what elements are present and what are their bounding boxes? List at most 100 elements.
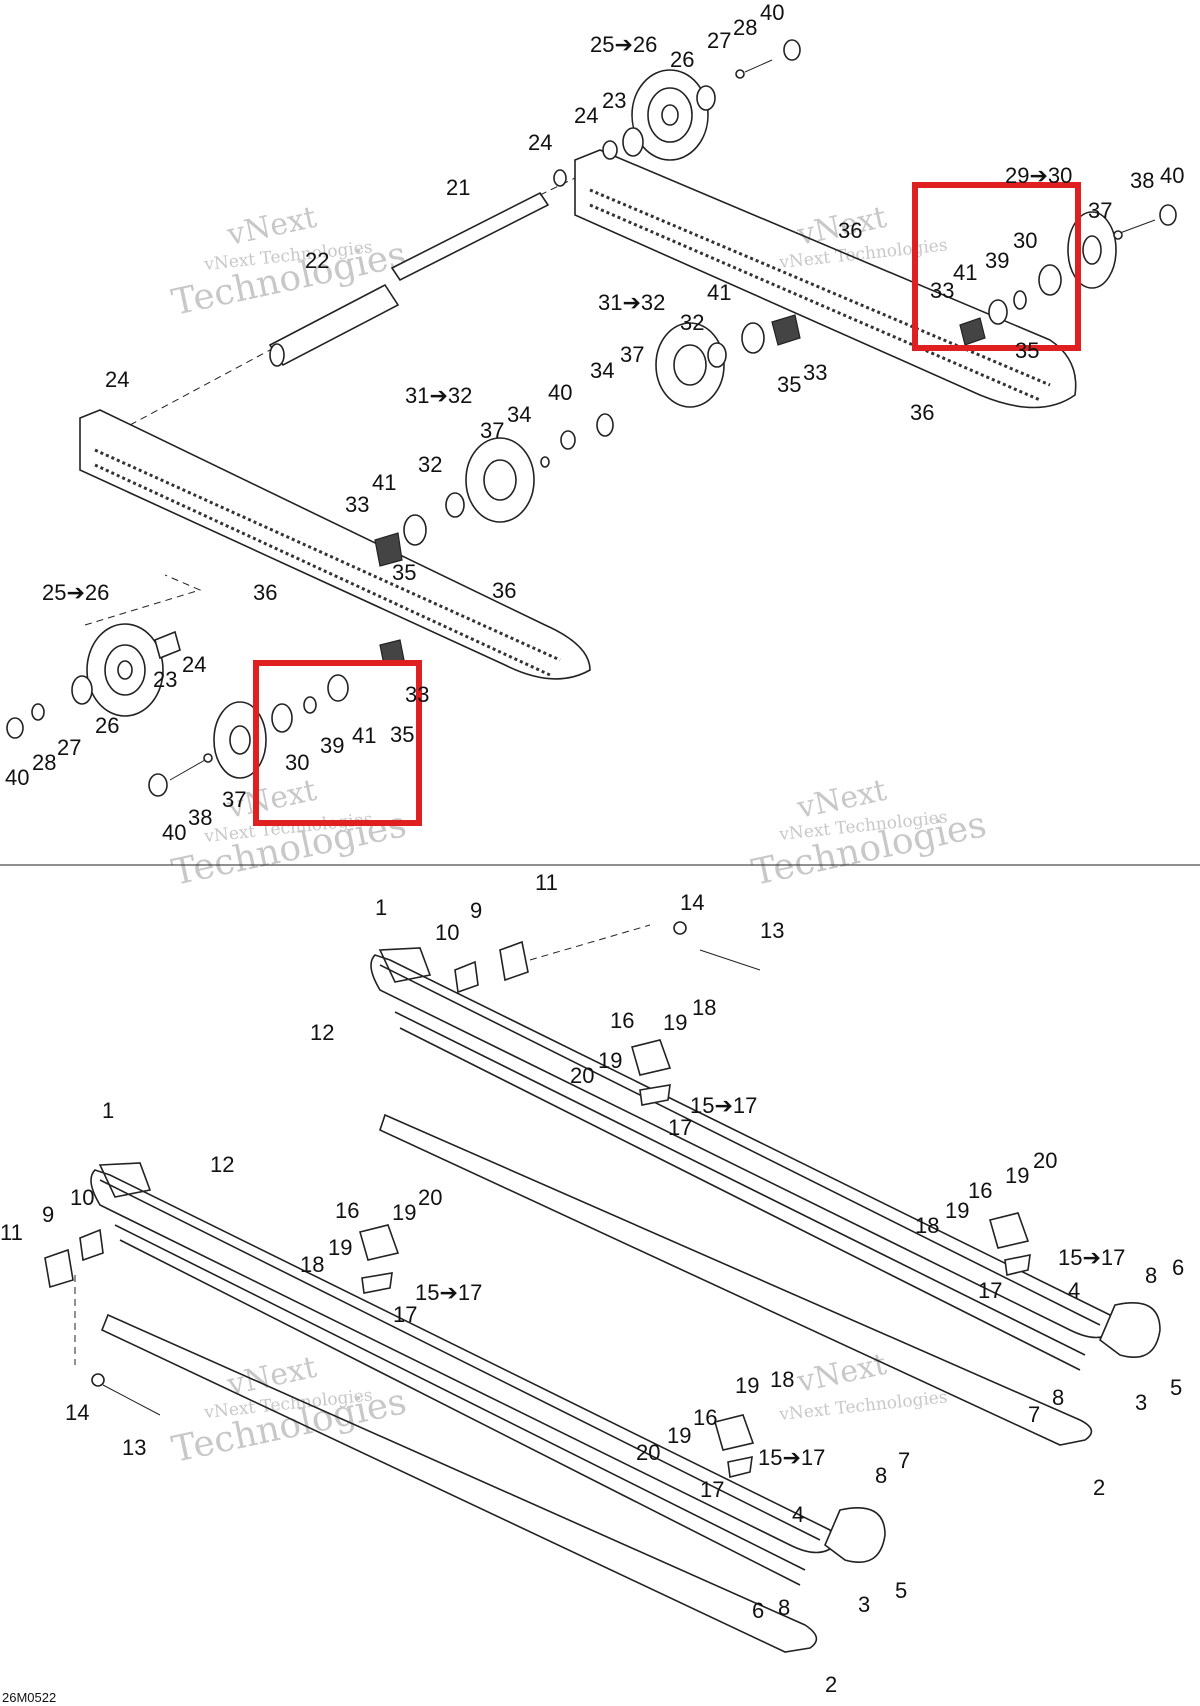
callout-label: 21	[446, 175, 470, 200]
callout-label: 32	[418, 452, 442, 477]
callout-label: 40	[548, 380, 572, 405]
callout-label: 33	[803, 360, 827, 385]
callout-label: 38	[1130, 168, 1154, 193]
callout-label: 8	[778, 1595, 790, 1620]
callout-label: 3	[1135, 1390, 1147, 1415]
highlight-box	[253, 660, 422, 826]
callout-label: 4	[1068, 1278, 1080, 1303]
callout-label: 41	[352, 723, 376, 748]
callout-label: 5	[1170, 1375, 1182, 1400]
callout-label: 20	[1033, 1148, 1057, 1173]
callout-label: 9	[42, 1202, 54, 1227]
callout-label: 15➔17	[690, 1093, 757, 1118]
callout-label: 40	[162, 820, 186, 845]
callout-label: 17	[978, 1278, 1002, 1303]
callout-label: 23	[602, 88, 626, 113]
callout-label: 37	[1088, 198, 1112, 223]
callout-label: 41	[372, 470, 396, 495]
callout-label: 12	[210, 1152, 234, 1177]
callout-label: 4	[792, 1502, 804, 1527]
callout-label: 6	[752, 1598, 764, 1623]
callout-label: 36	[838, 218, 862, 243]
callout-label: 26	[95, 713, 119, 738]
callout-label: 20	[570, 1063, 594, 1088]
callout-label: 23	[153, 667, 177, 692]
callout-label: 34	[590, 358, 614, 383]
callout-label: 1	[102, 1098, 114, 1123]
callout-label: 27	[57, 735, 81, 760]
callout-label: 18	[692, 995, 716, 1020]
callout-label: 2	[825, 1672, 837, 1697]
callout-label: 41	[953, 260, 977, 285]
callout-label: 13	[122, 1435, 146, 1460]
callout-label: 39	[320, 733, 344, 758]
callout-label: 1	[375, 895, 387, 920]
callout-label: 31➔32	[405, 383, 472, 408]
callout-label: 3	[858, 1592, 870, 1617]
callout-label: 24	[574, 103, 598, 128]
callout-label: 20	[636, 1440, 660, 1465]
callout-label: 19	[598, 1048, 622, 1073]
callout-label: 17	[393, 1302, 417, 1327]
callout-label: 24	[528, 130, 552, 155]
callout-label: 37	[480, 418, 504, 443]
callout-label: 15➔17	[415, 1280, 482, 1305]
callout-label: 40	[1160, 163, 1184, 188]
callout-label: 30	[1013, 228, 1037, 253]
callout-label: 37	[620, 342, 644, 367]
callout-label: 19	[328, 1235, 352, 1260]
callout-label: 16	[610, 1008, 634, 1033]
callout-label: 17	[700, 1477, 724, 1502]
callout-label: 19	[392, 1200, 416, 1225]
callout-label: 18	[770, 1367, 794, 1392]
callout-label: 36	[910, 400, 934, 425]
callout-label: 33	[405, 682, 429, 707]
callout-label: 35	[777, 372, 801, 397]
callout-label: 2	[1093, 1475, 1105, 1500]
callout-label: 32	[680, 310, 704, 335]
callout-label: 10	[435, 920, 459, 945]
callout-label: 35	[390, 722, 414, 747]
callout-label: 11	[0, 1220, 23, 1245]
callout-label: 19	[667, 1423, 691, 1448]
callout-label: 40	[760, 0, 784, 25]
callout-label: 25➔26	[590, 32, 657, 57]
callout-label: 11	[535, 870, 558, 895]
callout-label: 25➔26	[42, 580, 109, 605]
callout-label: 35	[1015, 338, 1039, 363]
callout-label: 26	[670, 47, 694, 72]
callout-label: 19	[735, 1373, 759, 1398]
callout-label: 15➔17	[1058, 1245, 1125, 1270]
callout-label: 33	[345, 492, 369, 517]
callout-label: 35	[392, 560, 416, 585]
callout-label: 36	[492, 578, 516, 603]
callout-label: 19	[945, 1198, 969, 1223]
callout-label: 34	[507, 402, 531, 427]
callout-label: 36	[253, 580, 277, 605]
callout-label: 12	[310, 1020, 334, 1045]
callout-label: 18	[300, 1252, 324, 1277]
callout-label: 14	[65, 1400, 89, 1425]
callout-label: 38	[188, 805, 212, 830]
callout-label: 8	[1145, 1263, 1157, 1288]
lower-assembly	[44, 921, 1161, 1653]
callout-label: 7	[898, 1448, 910, 1473]
callout-label: 8	[875, 1463, 887, 1488]
callout-label: 28	[733, 15, 757, 40]
callout-label: 15➔17	[758, 1445, 825, 1470]
callout-label: 18	[915, 1213, 939, 1238]
callout-label: 41	[707, 280, 731, 305]
callout-label: 31➔32	[598, 290, 665, 315]
callout-label: 33	[930, 278, 954, 303]
callout-label: 5	[895, 1578, 907, 1603]
callout-label: 16	[693, 1405, 717, 1430]
callout-label: 39	[985, 248, 1009, 273]
callout-label: 7	[1028, 1402, 1040, 1427]
callout-label: 16	[335, 1198, 359, 1223]
callout-label: 8	[1052, 1385, 1064, 1410]
callout-label: 10	[70, 1185, 94, 1210]
callout-label: 14	[680, 890, 704, 915]
callout-label: 29➔30	[1005, 163, 1072, 188]
callout-label: 24	[182, 652, 206, 677]
